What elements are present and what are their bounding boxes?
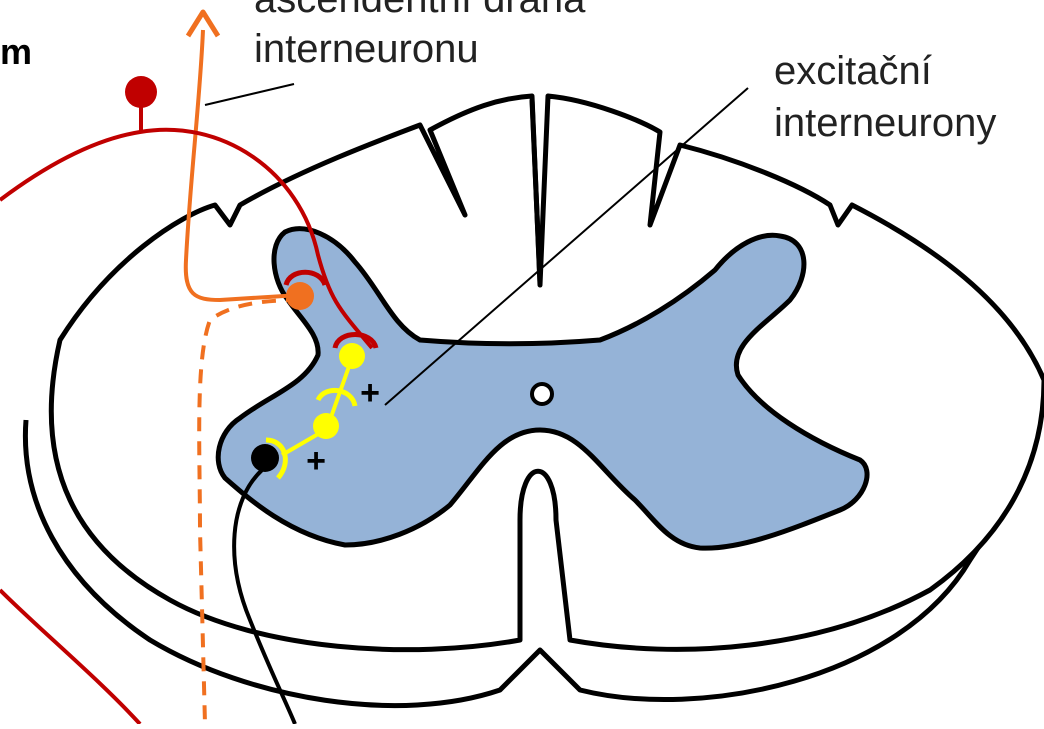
afferent-soma: [125, 76, 157, 108]
label-excitatory-line1: excitační: [774, 49, 932, 93]
ascending-interneuron-soma: [286, 282, 314, 310]
plus-sign-upper: +: [360, 374, 380, 412]
afferent-fiber-lower: [0, 590, 140, 724]
excitatory-interneuron-2: [313, 413, 339, 439]
motor-neuron-soma: [251, 444, 279, 472]
label-ascending-line2: interneuronu: [254, 27, 479, 71]
plus-sign-lower: +: [306, 442, 326, 480]
label-ascending-line1: ascendentní dráha: [254, 0, 586, 21]
central-canal: [532, 384, 552, 404]
label-excitatory-line2: interneurony: [774, 101, 996, 145]
leader-line-ascending: [205, 84, 294, 105]
excitatory-interneuron-1: [339, 343, 365, 369]
label-left-fragment: m: [0, 31, 32, 72]
